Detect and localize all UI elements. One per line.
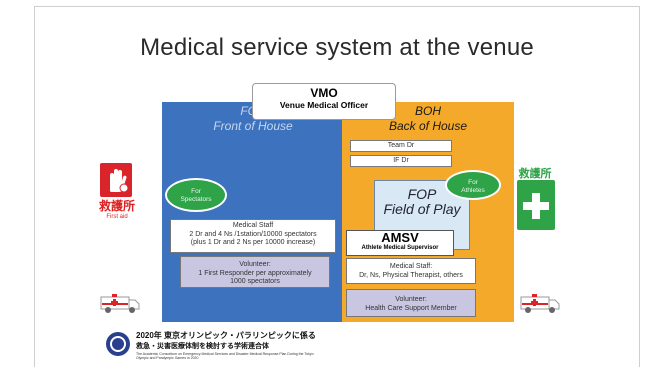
boh-full: Back of House [388,119,468,133]
first-aid-label: 救護所 [98,199,135,213]
boh-abbr: BOH [414,104,441,118]
amsv-full: Athlete Medical Supervisor [361,245,439,251]
fop-abbr: FOP [407,186,437,202]
team-dr-box: Team Dr [350,140,452,152]
vmo-abbr: VMO [310,86,338,100]
ambulance-right-icon [520,292,560,314]
amsv-abbr: AMSV [381,230,419,245]
spectators-ellipse-text: For Spectators [180,188,212,203]
athletes-ellipse: For Athletes [445,170,501,200]
fop-full: Field of Play [383,201,461,217]
foh-volunteer-text: Volunteer: 1 First Responder per approxi… [198,261,312,285]
foh-volunteer-box: Volunteer: 1 First Responder per approxi… [180,256,330,288]
first-aid-sub: First aid [106,214,128,220]
footer-line2: 救急・災害医療体制を検討する学術連合体 [136,343,269,350]
slide-title: Medical service system at the venue [140,34,534,61]
aid-station-label: 救護所 [518,168,552,180]
foh-medical-staff-text: Medical Staff 2 Dr and 4 Ns /1station/10… [189,222,317,246]
boh-volunteer-text: Volunteer: Health Care Support Member [365,296,457,312]
boh-medical-staff-box: Medical Staff: Dr, Ns, Physical Therapis… [346,258,476,284]
amsv-box: AMSV Athlete Medical Supervisor [346,230,454,256]
ambulance-left-icon [100,292,140,314]
vmo-box: VMO Venue Medical Officer [252,83,396,120]
spectators-ellipse: For Spectators [165,178,227,212]
if-dr-box: IF Dr [350,155,452,167]
vmo-full: Venue Medical Officer [279,100,369,110]
boh-label: BOH Back of House [342,104,514,134]
foh-zone [162,102,342,322]
athletes-ellipse-text: For Athletes [461,179,485,194]
footer-line3: The Academic Consortium on Emergency Med… [136,352,314,360]
green-cross-icon [517,180,555,230]
first-aid-hand-icon [100,163,132,197]
footer-line1: 2020年 東京オリンピック・パラリンピックに係る [136,331,316,340]
consortium-logo-icon [104,331,132,357]
boh-volunteer-box: Volunteer: Health Care Support Member [346,289,476,317]
boh-medical-staff-text: Medical Staff: Dr, Ns, Physical Therapis… [359,263,463,279]
foh-full: Front of House [213,119,293,133]
foh-medical-staff-box: Medical Staff 2 Dr and 4 Ns /1station/10… [170,219,336,253]
